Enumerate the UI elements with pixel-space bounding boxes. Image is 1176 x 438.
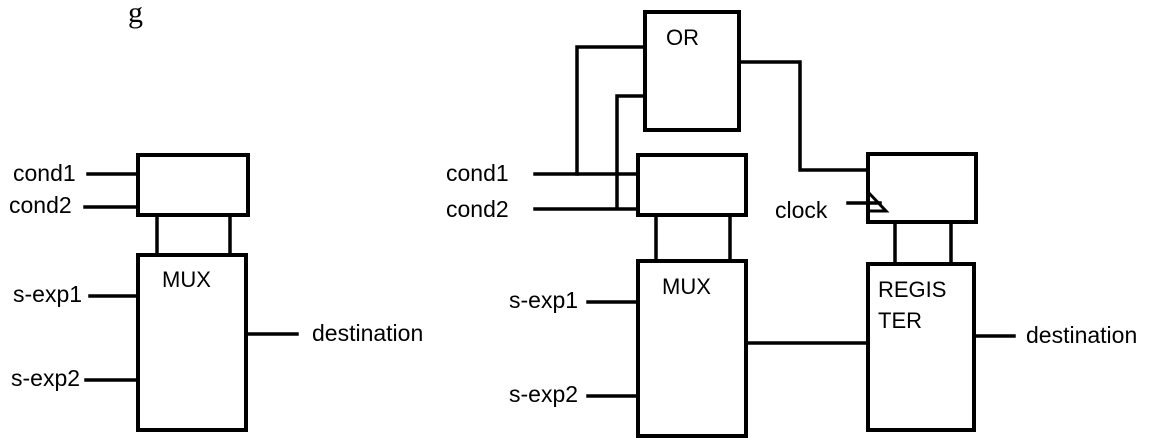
or-gate-box bbox=[643, 10, 741, 132]
right-sexp2-label: s-exp2 bbox=[509, 381, 578, 407]
or-output-wire bbox=[737, 60, 870, 172]
right-mux-label: MUX bbox=[662, 274, 711, 299]
register-label-line1: REGIS bbox=[878, 277, 946, 302]
left-sexp1-label: s-exp1 bbox=[13, 281, 82, 307]
clock-edge-marker bbox=[866, 190, 890, 213]
right-circuit: OR MUX cond1 cond2 s-exp1 s-exp2 clock bbox=[446, 10, 1137, 438]
left-mux-label: MUX bbox=[162, 267, 211, 292]
left-sexp2-label: s-exp2 bbox=[11, 365, 80, 391]
left-mux-box bbox=[136, 253, 248, 432]
right-output-label: destination bbox=[1026, 322, 1137, 348]
right-condition-box bbox=[636, 153, 748, 217]
right-sexp1-label: s-exp1 bbox=[509, 287, 578, 313]
left-output-label: destination bbox=[312, 320, 423, 346]
right-cond1-label: cond1 bbox=[446, 160, 509, 186]
or-input-wire-1 bbox=[575, 45, 647, 176]
right-cond2-label: cond2 bbox=[446, 196, 509, 222]
or-gate-label: OR bbox=[666, 25, 699, 50]
left-condition-box bbox=[136, 153, 250, 217]
left-circuit: MUX cond1 cond2 s-exp1 s-exp2 destinatio… bbox=[9, 153, 423, 432]
right-mux-box bbox=[636, 259, 748, 438]
or-input-wire-2 bbox=[615, 94, 647, 209]
top-fragment-text: g bbox=[128, 0, 143, 29]
left-cond1-label: cond1 bbox=[13, 160, 76, 186]
left-cond2-label: cond2 bbox=[9, 192, 72, 218]
register-box bbox=[866, 262, 976, 432]
clock-label: clock bbox=[775, 197, 828, 223]
register-label-line2: TER bbox=[878, 308, 922, 333]
